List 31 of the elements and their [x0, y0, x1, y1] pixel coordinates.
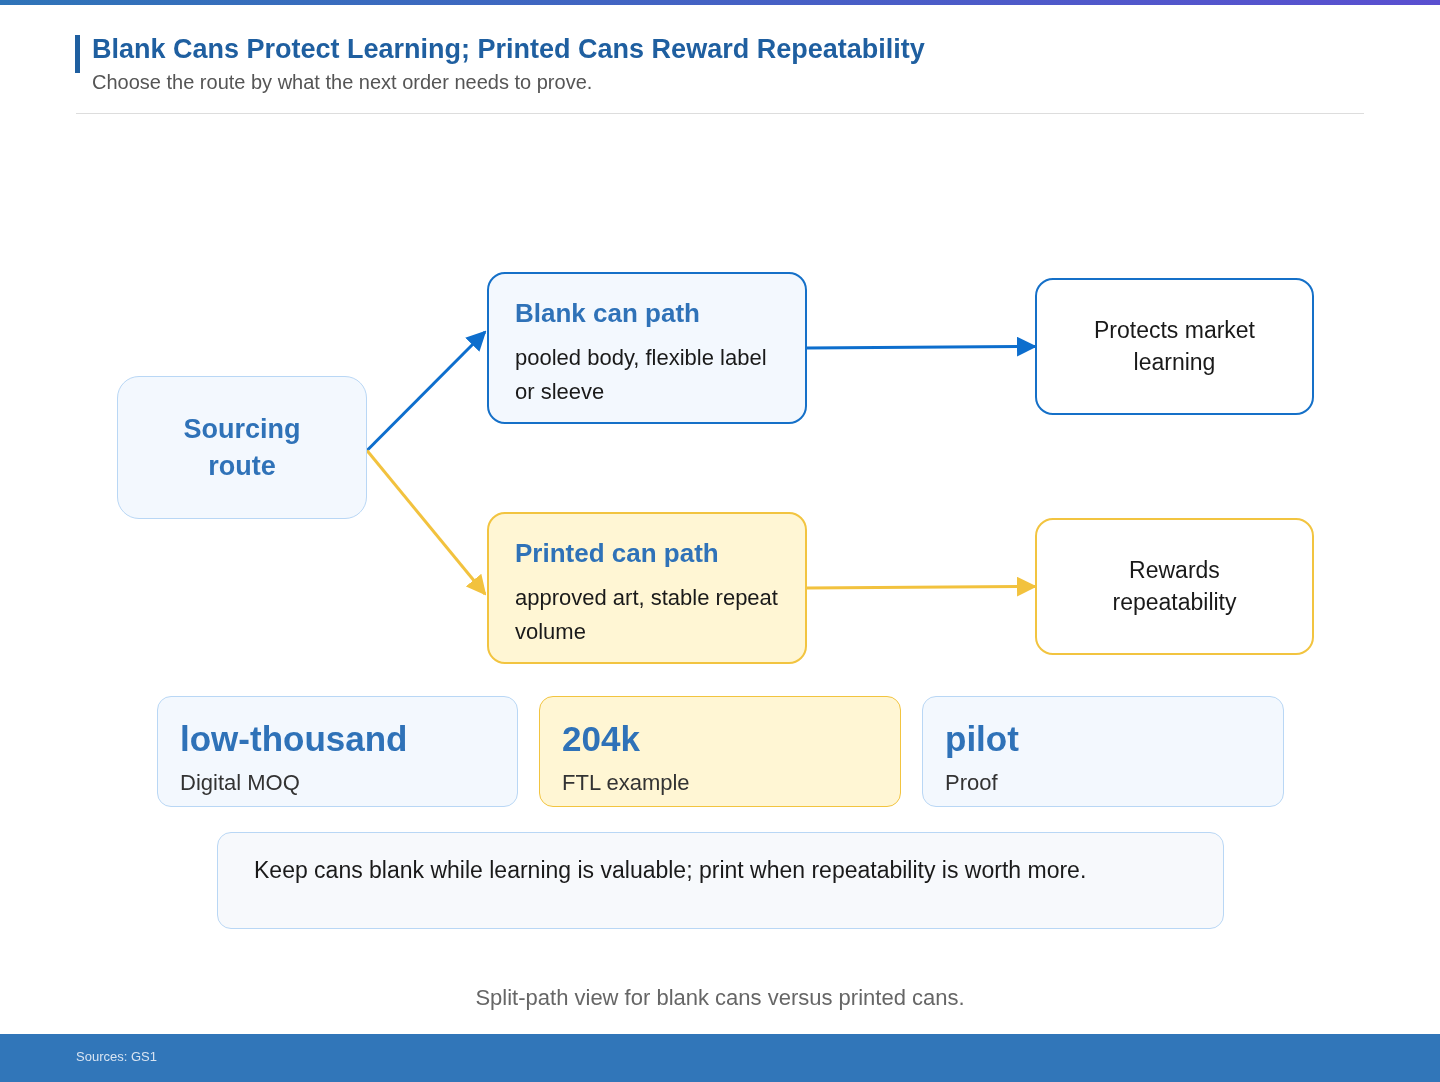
node-label: Rewards repeatability [1111, 556, 1238, 617]
start-box [117, 376, 367, 519]
note-text: Keep cans blank while learning is valuable; print when repeatability is worth more. [254, 856, 1088, 885]
subtitle: Choose the route by what the next order needs to prove. [92, 71, 593, 94]
title: Blank Cans Protect Learning; Printed Cans Reward Repeatability [92, 34, 925, 65]
path-box [487, 512, 807, 664]
stat-value: low-thousand [180, 718, 409, 760]
path-heading: Blank can path [515, 297, 701, 330]
stat-value: 204k [562, 718, 641, 760]
node-label: Protects market learning [1092, 316, 1256, 377]
path-heading: Printed can path [515, 537, 720, 570]
stat-card [922, 696, 1284, 807]
stat-value: pilot [945, 718, 1020, 760]
path-box [487, 272, 807, 424]
arrow [365, 449, 487, 596]
arrow [365, 330, 487, 452]
path-description: approved art, stable repeat volume [515, 584, 779, 647]
arrow [807, 576, 1037, 597]
note-box [217, 832, 1224, 929]
stat-card [539, 696, 901, 807]
outcome-box [1035, 278, 1314, 415]
arrow [807, 336, 1037, 357]
path-description: pooled body, flexible label or sleeve [515, 344, 768, 407]
caption: Split-path view for blank cans versus printed cans. [474, 985, 966, 1011]
node-label: Sourcing route [182, 413, 302, 483]
outcome-box [1035, 518, 1314, 655]
stat-label: Proof [945, 769, 999, 798]
stat-label: Digital MOQ [180, 769, 301, 798]
source-note: Sources: GS1 [76, 1049, 157, 1064]
stat-card [157, 696, 518, 807]
stat-label: FTL example [562, 769, 691, 798]
